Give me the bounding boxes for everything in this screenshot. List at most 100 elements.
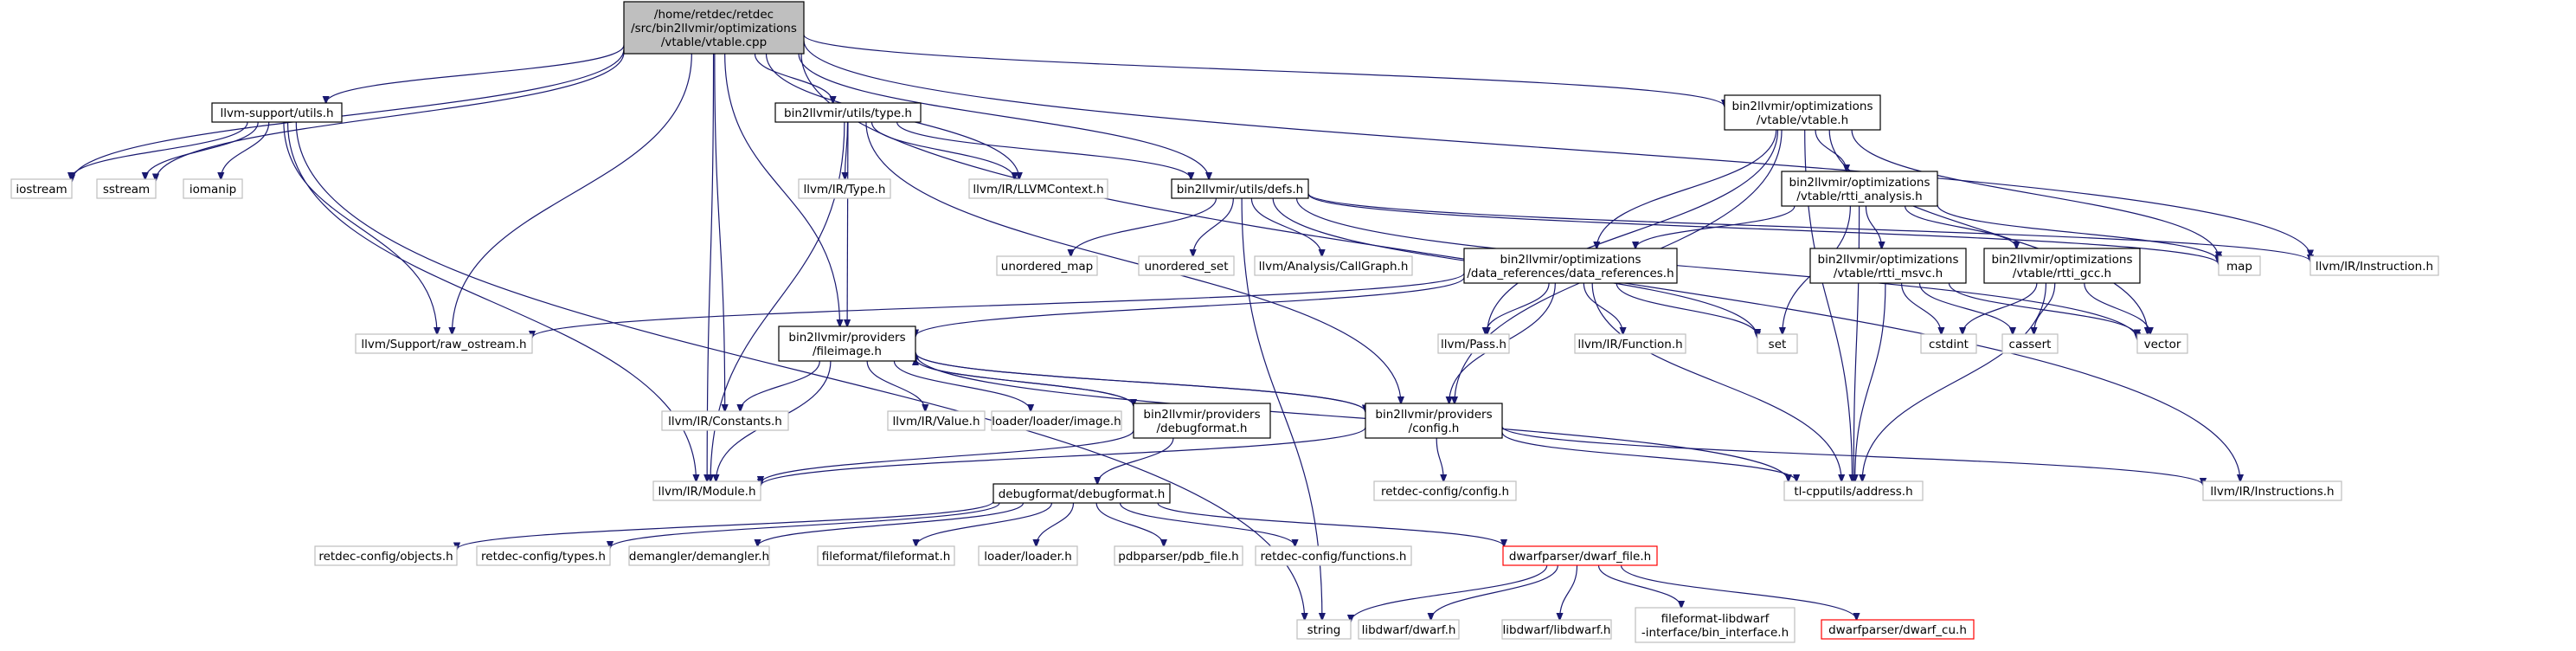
- node-box: [2309, 255, 2439, 276]
- edge-rtti-msvc-to-cstdint: [1900, 282, 1942, 334]
- node-box: [992, 483, 1171, 504]
- edge-utils-type-to-config-h: [865, 121, 1401, 403]
- node-opt-vtable-h[interactable]: bin2llvmir/optimizations/vtable/vtable.h: [1724, 94, 1881, 131]
- node-box: [1502, 545, 1658, 566]
- node-label: llvm/IR/Value.h: [892, 415, 980, 429]
- node-rtti-msvc[interactable]: bin2llvmir/optimizations/vtable/rtti_msv…: [1809, 248, 1967, 284]
- node-label: llvm/IR/Module.h: [658, 485, 755, 499]
- node-rtti-analysis[interactable]: bin2llvmir/optimizations/vtable/rtti_ana…: [1781, 171, 1938, 207]
- node-loader-image: loader/loader/image.h: [991, 410, 1122, 431]
- node-raw-ostream: llvm/Support/raw_ostream.h: [355, 333, 533, 354]
- edge-fileimage-to-loader-image: [893, 360, 1031, 411]
- node-rtti-gcc[interactable]: bin2llvmir/optimizations/vtable/rtti_gcc…: [1983, 248, 2141, 284]
- edge-data-refs-to-llvm-pass: [1486, 282, 1550, 334]
- edge-llvm-support-utils-to-sstream: [145, 121, 259, 179]
- node-box: [10, 178, 73, 199]
- node-box: [1358, 619, 1460, 640]
- node-dwarf-cu[interactable]: dwarfparser/dwarf_cu.h: [1821, 619, 1975, 640]
- node-label: llvm/Analysis/CallGraph.h: [1259, 260, 1409, 274]
- edge-rtti-analysis-to-rtti-msvc: [1865, 205, 1881, 248]
- node-label: libdwarf/libdwarf.h: [1503, 623, 1611, 637]
- edge-opt-vtable-h-to-data-refs: [1596, 129, 1777, 248]
- node-unordered-map: unordered_map: [996, 255, 1098, 276]
- node-config-h[interactable]: bin2llvmir/providers/config.h: [1365, 403, 1503, 439]
- node-label: libdwarf/dwarf.h: [1362, 623, 1456, 637]
- node-label: /vtable/vtable.cpp: [661, 35, 767, 49]
- node-box: [968, 178, 1108, 199]
- node-label: bin2llvmir/providers: [1143, 408, 1260, 422]
- node-label: /data_references/data_references.h: [1467, 267, 1673, 280]
- node-box: [2136, 333, 2188, 354]
- node-llvm-pass: llvm/Pass.h: [1437, 333, 1510, 354]
- node-iomanip: iomanip: [183, 178, 243, 199]
- node-label: /config.h: [1409, 422, 1460, 435]
- node-label: bin2llvmir/utils/defs.h: [1177, 183, 1303, 197]
- node-debugformat-h[interactable]: bin2llvmir/providers/debugformat.h: [1133, 403, 1271, 439]
- edge-opt-vtable-h-to-rtti-analysis: [1815, 129, 1847, 171]
- node-box: [1920, 333, 1977, 354]
- edge-debugformat-h-to-fileimage: [915, 358, 1134, 407]
- node-debugformat-debugformat[interactable]: debugformat/debugformat.h: [992, 483, 1171, 504]
- node-label: /vtable/vtable.h: [1757, 113, 1848, 127]
- edge-llvm-support-utils-to-raw-ostream: [283, 121, 437, 334]
- node-label: /vtable/rtti_gcc.h: [2013, 267, 2111, 280]
- edge-utils-type-to-fileimage: [847, 121, 848, 326]
- node-libdwarf-libdwarf: libdwarf/libdwarf.h: [1501, 619, 1612, 640]
- edge-utils-type-to-utils-defs: [896, 121, 1192, 179]
- node-fileimage[interactable]: bin2llvmir/providers/fileimage.h: [778, 326, 916, 362]
- node-box: [1365, 403, 1503, 439]
- node-label: retdec-config/objects.h: [318, 550, 453, 564]
- node-set: set: [1757, 333, 1798, 354]
- node-label: bin2llvmir/utils/type.h: [784, 106, 912, 120]
- node-label: map: [2226, 260, 2252, 274]
- node-label: bin2llvmir/optimizations: [1818, 253, 1959, 267]
- node-label: llvm/IR/Type.h: [804, 183, 886, 197]
- node-dwarf-file[interactable]: dwarfparser/dwarf_file.h: [1502, 545, 1658, 566]
- edge-dwarf-file-to-libdwarf-dwarf: [1431, 564, 1558, 620]
- edge-fileimage-to-llvm-value: [866, 360, 925, 411]
- node-box: [798, 178, 891, 199]
- edge-debugformat-debugformat-to-dwarf-file: [1157, 502, 1504, 546]
- edge-rtti-analysis-to-data-refs: [1635, 205, 1795, 248]
- node-box: [1254, 255, 1413, 276]
- node-llvm-constants: llvm/IR/Constants.h: [661, 410, 789, 431]
- node-box: [661, 410, 789, 431]
- edge-dwarf-file-to-bin-interface: [1597, 564, 1681, 608]
- edge-utils-defs-to-map: [1307, 193, 2219, 264]
- edge-data-refs-to-fileimage: [915, 276, 1465, 336]
- node-llvm-support-utils[interactable]: llvm-support/utils.h: [211, 102, 343, 123]
- edge-debugformat-debugformat-to-rc-objects: [457, 500, 994, 550]
- node-label: cstdint: [1929, 338, 1969, 351]
- node-loader-loader: loader/loader.h: [978, 545, 1078, 566]
- node-box: [774, 102, 922, 123]
- node-label: bin2llvmir/providers: [788, 331, 905, 345]
- node-label: /vtable/rtti_analysis.h: [1796, 190, 1922, 203]
- node-label: llvm/Support/raw_ostream.h: [361, 338, 526, 351]
- edge-debugformat-h-to-debugformat-debugformat: [1097, 437, 1174, 484]
- node-llvm-context: llvm/IR/LLVMContext.h: [968, 178, 1108, 199]
- node-box: [623, 1, 805, 55]
- edge-vtable-cpp-to-opt-vtable-h: [803, 34, 1725, 106]
- node-utils-defs[interactable]: bin2llvmir/utils/defs.h: [1171, 178, 1309, 199]
- edge-dwarf-file-to-string: [1351, 564, 1548, 622]
- node-label: bin2llvmir/optimizations: [1992, 253, 2133, 267]
- node-vtable-cpp: /home/retdec/retdec/src/bin2llvmir/optim…: [623, 1, 805, 55]
- node-box: [628, 545, 770, 566]
- edge-utils-defs-to-vector: [1295, 197, 2137, 339]
- node-label: fileformat/fileformat.h: [822, 550, 951, 564]
- node-box: [183, 178, 243, 199]
- edge-debugformat-debugformat-to-loader-loader: [1036, 502, 1075, 546]
- edge-vtable-cpp-to-llvm-module: [707, 53, 715, 481]
- edge-vtable-cpp-to-fileimage: [724, 53, 840, 326]
- node-box: [991, 410, 1122, 431]
- node-utils-type[interactable]: bin2llvmir/utils/type.h: [774, 102, 922, 123]
- node-box: [1296, 619, 1352, 640]
- node-data-refs[interactable]: bin2llvmir/optimizations/data_references…: [1463, 248, 1678, 284]
- edge-fileimage-to-address: [915, 353, 1789, 481]
- edge-debugformat-debugformat-to-rc-functions: [1119, 502, 1294, 546]
- node-unordered-set: unordered_set: [1138, 255, 1235, 276]
- node-label: retdec-config/types.h: [481, 550, 606, 564]
- node-fileformat: fileformat/fileformat.h: [817, 545, 955, 566]
- node-map: map: [2218, 255, 2261, 276]
- edge-utils-defs-to-llvm-instruction: [1307, 192, 2310, 261]
